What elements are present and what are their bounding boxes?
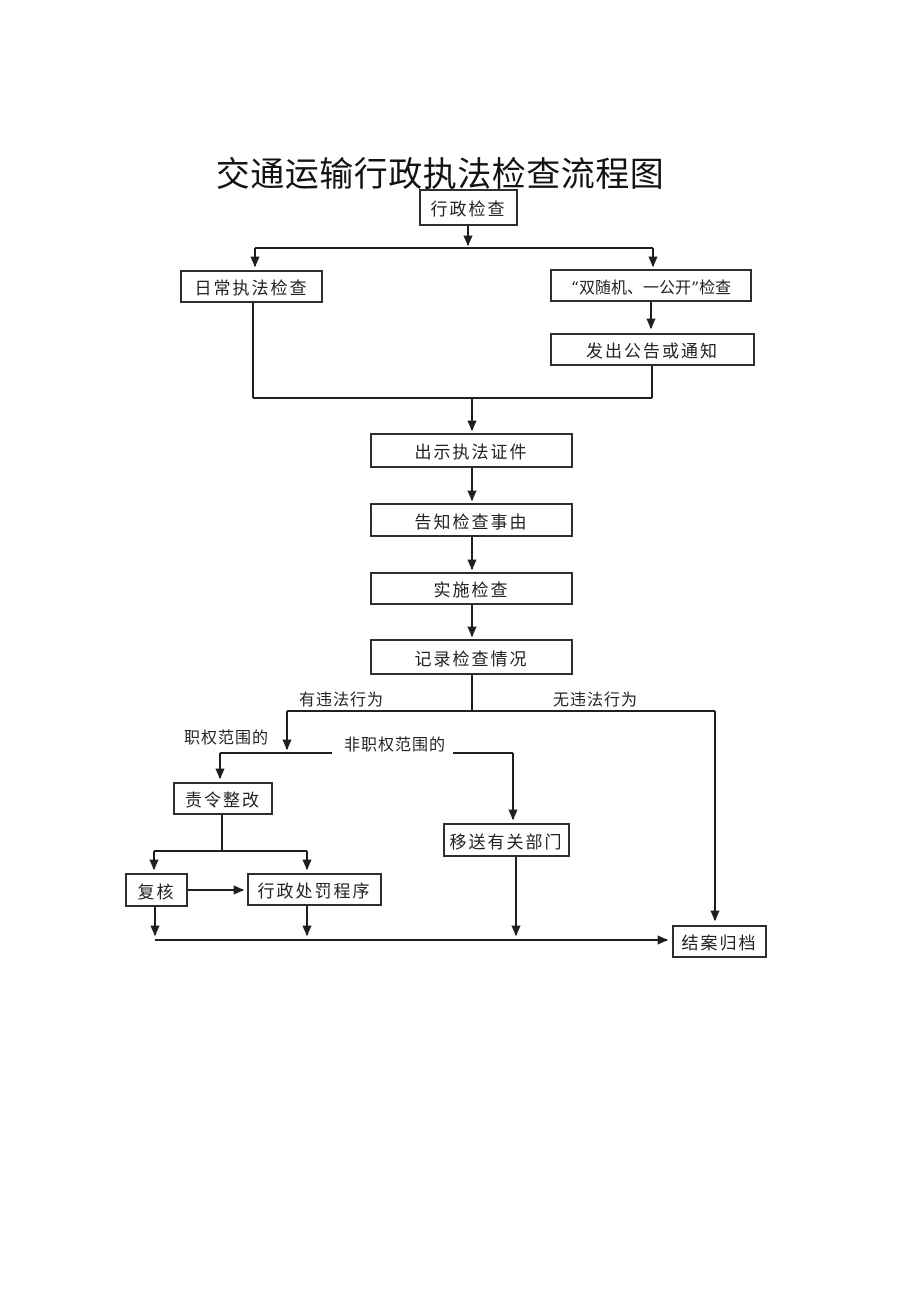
node-record-inspection-findings: 记录检查情况: [370, 639, 573, 675]
node-label: 发出公告或通知: [586, 342, 719, 362]
node-inform-inspection-reason: 告知检查事由: [370, 503, 573, 537]
node-label: 行政处罚程序: [257, 882, 372, 902]
node-transfer-to-relevant-department: 移送有关部门: [443, 823, 570, 857]
page-title: 交通运输行政执法检查流程图: [215, 155, 665, 195]
edge-label-within-authority-scope: 职权范围的: [182, 724, 272, 748]
node-order-rectification: 责令整改: [173, 782, 273, 815]
node-label: 责令整改: [185, 791, 261, 811]
edge-label-no-violation: 无违法行为: [551, 686, 641, 710]
node-label: 日常执法检查: [194, 279, 309, 299]
node-label: 复核: [137, 882, 176, 903]
node-close-case-and-archive: 结案归档: [672, 925, 767, 958]
node-label: 告知检查事由: [414, 512, 529, 533]
node-double-random-one-public-inspection: “双随机、一公开”检查: [550, 269, 752, 302]
node-label: 移送有关部门: [449, 832, 564, 853]
edge-label-has-violation: 有违法行为: [297, 686, 387, 710]
node-label: 结案归档: [681, 934, 758, 954]
edge-label-outside-authority-scope: 非职权范围的: [342, 731, 449, 755]
node-label: 出示执法证件: [414, 443, 529, 463]
node-label: “双随机、一公开”检查: [570, 277, 732, 297]
node-label: 记录检查情况: [414, 649, 529, 670]
node-conduct-inspection: 实施检查: [370, 572, 573, 605]
node-daily-law-enforcement-inspection: 日常执法检查: [180, 270, 323, 303]
node-admin-inspection: 行政检查: [419, 189, 518, 226]
node-label: 实施检查: [433, 581, 510, 601]
node-administrative-penalty-procedure: 行政处罚程序: [247, 873, 382, 906]
node-label: 行政检查: [430, 200, 507, 220]
node-review: 复核: [125, 873, 188, 907]
node-show-enforcement-credentials: 出示执法证件: [370, 433, 573, 468]
node-issue-announcement-or-notice: 发出公告或通知: [550, 333, 755, 366]
